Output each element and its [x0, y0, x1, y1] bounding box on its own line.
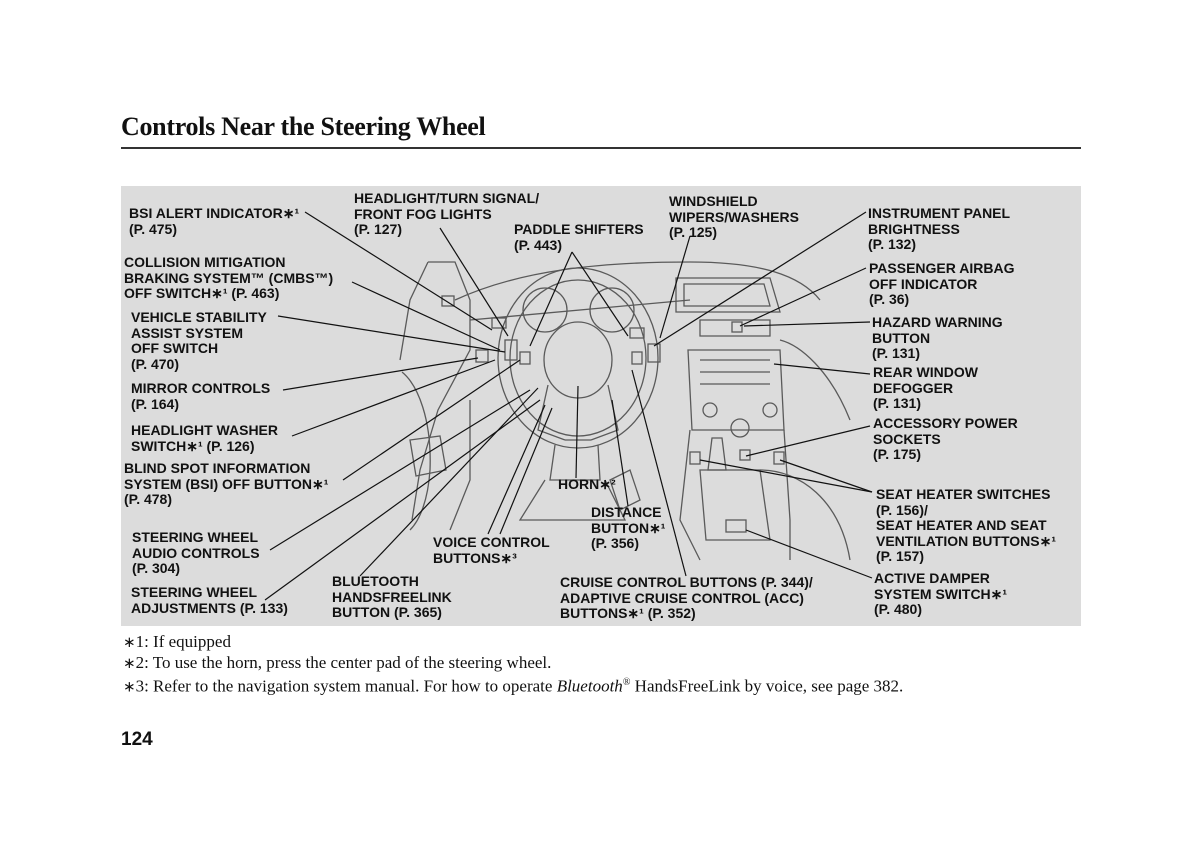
bsi-off-line: [342, 359, 521, 481]
seat-heater-line-a: [699, 459, 873, 493]
voice-line-b: [499, 407, 553, 535]
footnote-mark: ∗: [123, 653, 136, 672]
label-distance-button: DISTANCE BUTTON∗¹ (P. 356): [591, 504, 666, 551]
footnote-3: ∗3: Refer to the navigation system manua…: [123, 673, 903, 697]
footnote-1-text: 1: If equipped: [135, 632, 231, 651]
mirror-line: [282, 357, 479, 391]
wipers-line: [659, 235, 691, 339]
airbag-line: [739, 267, 867, 327]
horn-line: [575, 385, 579, 479]
paddle-line-a: [529, 251, 573, 347]
footnote-3-bluetooth: Bluetooth: [556, 676, 623, 696]
label-cruise-control-buttons: CRUISE CONTROL BUTTONS (P. 344)/ ADAPTIV…: [560, 574, 813, 621]
cruise-line: [631, 369, 687, 577]
label-windshield-wipers: WINDSHIELD WIPERS/WASHERS (P. 125): [669, 193, 799, 240]
distance-line: [611, 399, 629, 507]
label-cmbs-off-switch: COLLISION MITIGATION BRAKING SYSTEM™ (CM…: [124, 254, 334, 301]
label-rear-window-defogger: REAR WINDOW DEFOGGER (P. 131): [873, 364, 978, 411]
dashboard-figure: [121, 186, 1081, 626]
footnote-2-text: 2: To use the horn, press the center pad…: [135, 652, 552, 672]
footnote-mark: ∗: [123, 677, 136, 696]
footnote-3-text-b: HandsFreeLink by voice, see page 382.: [630, 676, 904, 696]
hazard-line: [743, 321, 871, 327]
accessory-line: [745, 425, 871, 457]
bluetooth-line: [359, 387, 539, 577]
bsi-alert-line: [304, 211, 493, 331]
cmbs-line: [351, 281, 501, 351]
paddle-line-b: [571, 251, 629, 337]
footnote-mark: ∗: [123, 633, 136, 651]
label-voice-control-buttons: VOICE CONTROL BUTTONS∗³: [433, 534, 550, 566]
title-rule: [121, 147, 1081, 149]
callout-lines: [264, 211, 873, 601]
seat-heater-line-b: [779, 459, 873, 493]
label-bsi-off-button: BLIND SPOT INFORMATION SYSTEM (BSI) OFF …: [124, 460, 329, 507]
label-hazard-warning-button: HAZARD WARNING BUTTON (P. 131): [872, 314, 1003, 361]
footnote-1: ∗1: If equipped: [123, 632, 903, 653]
footnote-3-registered-mark: ®: [622, 677, 631, 688]
audio-line: [269, 389, 531, 551]
footnote-2: ∗2: To use the horn, press the center pa…: [123, 653, 903, 674]
damper-line: [745, 529, 873, 579]
adjust-line: [264, 399, 541, 601]
label-horn: HORN∗²: [558, 476, 616, 492]
label-accessory-power-sockets: ACCESSORY POWER SOCKETS (P. 175): [873, 415, 1018, 462]
page-title: Controls Near the Steering Wheel: [121, 112, 486, 141]
page-number: 124: [121, 729, 153, 750]
label-vsa-off-switch: VEHICLE STABILITY ASSIST SYSTEM OFF SWIT…: [131, 309, 267, 372]
vsa-line: [277, 315, 506, 353]
label-active-damper-switch: ACTIVE DAMPER SYSTEM SWITCH∗¹ (P. 480): [874, 570, 1008, 617]
label-headlight-washer-switch: HEADLIGHT WASHER SWITCH∗¹ (P. 126): [131, 422, 278, 454]
label-passenger-airbag-off-indicator: PASSENGER AIRBAG OFF INDICATOR (P. 36): [869, 260, 1015, 307]
headlight-turn-line: [439, 227, 509, 337]
footnotes: ∗1: If equipped ∗2: To use the horn, pre…: [123, 632, 903, 697]
label-instrument-panel-brightness: INSTRUMENT PANEL BRIGHTNESS (P. 132): [868, 205, 1011, 252]
footnote-3-text-a: 3: Refer to the navigation system manual…: [135, 676, 557, 696]
label-steering-wheel-audio-controls: STEERING WHEEL AUDIO CONTROLS (P. 304): [132, 529, 260, 576]
label-paddle-shifters: PADDLE SHIFTERS (P. 443): [514, 221, 644, 253]
brightness-line: [653, 211, 867, 347]
label-steering-wheel-adjustments: STEERING WHEEL ADJUSTMENTS (P. 133): [131, 584, 288, 616]
label-mirror-controls: MIRROR CONTROLS (P. 164): [131, 380, 271, 412]
label-seat-heater-switches: SEAT HEATER SWITCHES (P. 156)/ SEAT HEAT…: [876, 486, 1056, 564]
label-bluetooth-handsfreelink-button: BLUETOOTH HANDSFREELINK BUTTON (P. 365): [332, 573, 452, 620]
label-headlight-turn-signal: HEADLIGHT/TURN SIGNAL/ FRONT FOG LIGHTS …: [354, 190, 540, 237]
voice-line-a: [487, 404, 546, 535]
defogger-line: [773, 363, 871, 375]
label-bsi-alert-indicator: BSI ALERT INDICATOR∗¹ (P. 475): [129, 205, 300, 237]
headlight-washer-line: [291, 359, 496, 437]
